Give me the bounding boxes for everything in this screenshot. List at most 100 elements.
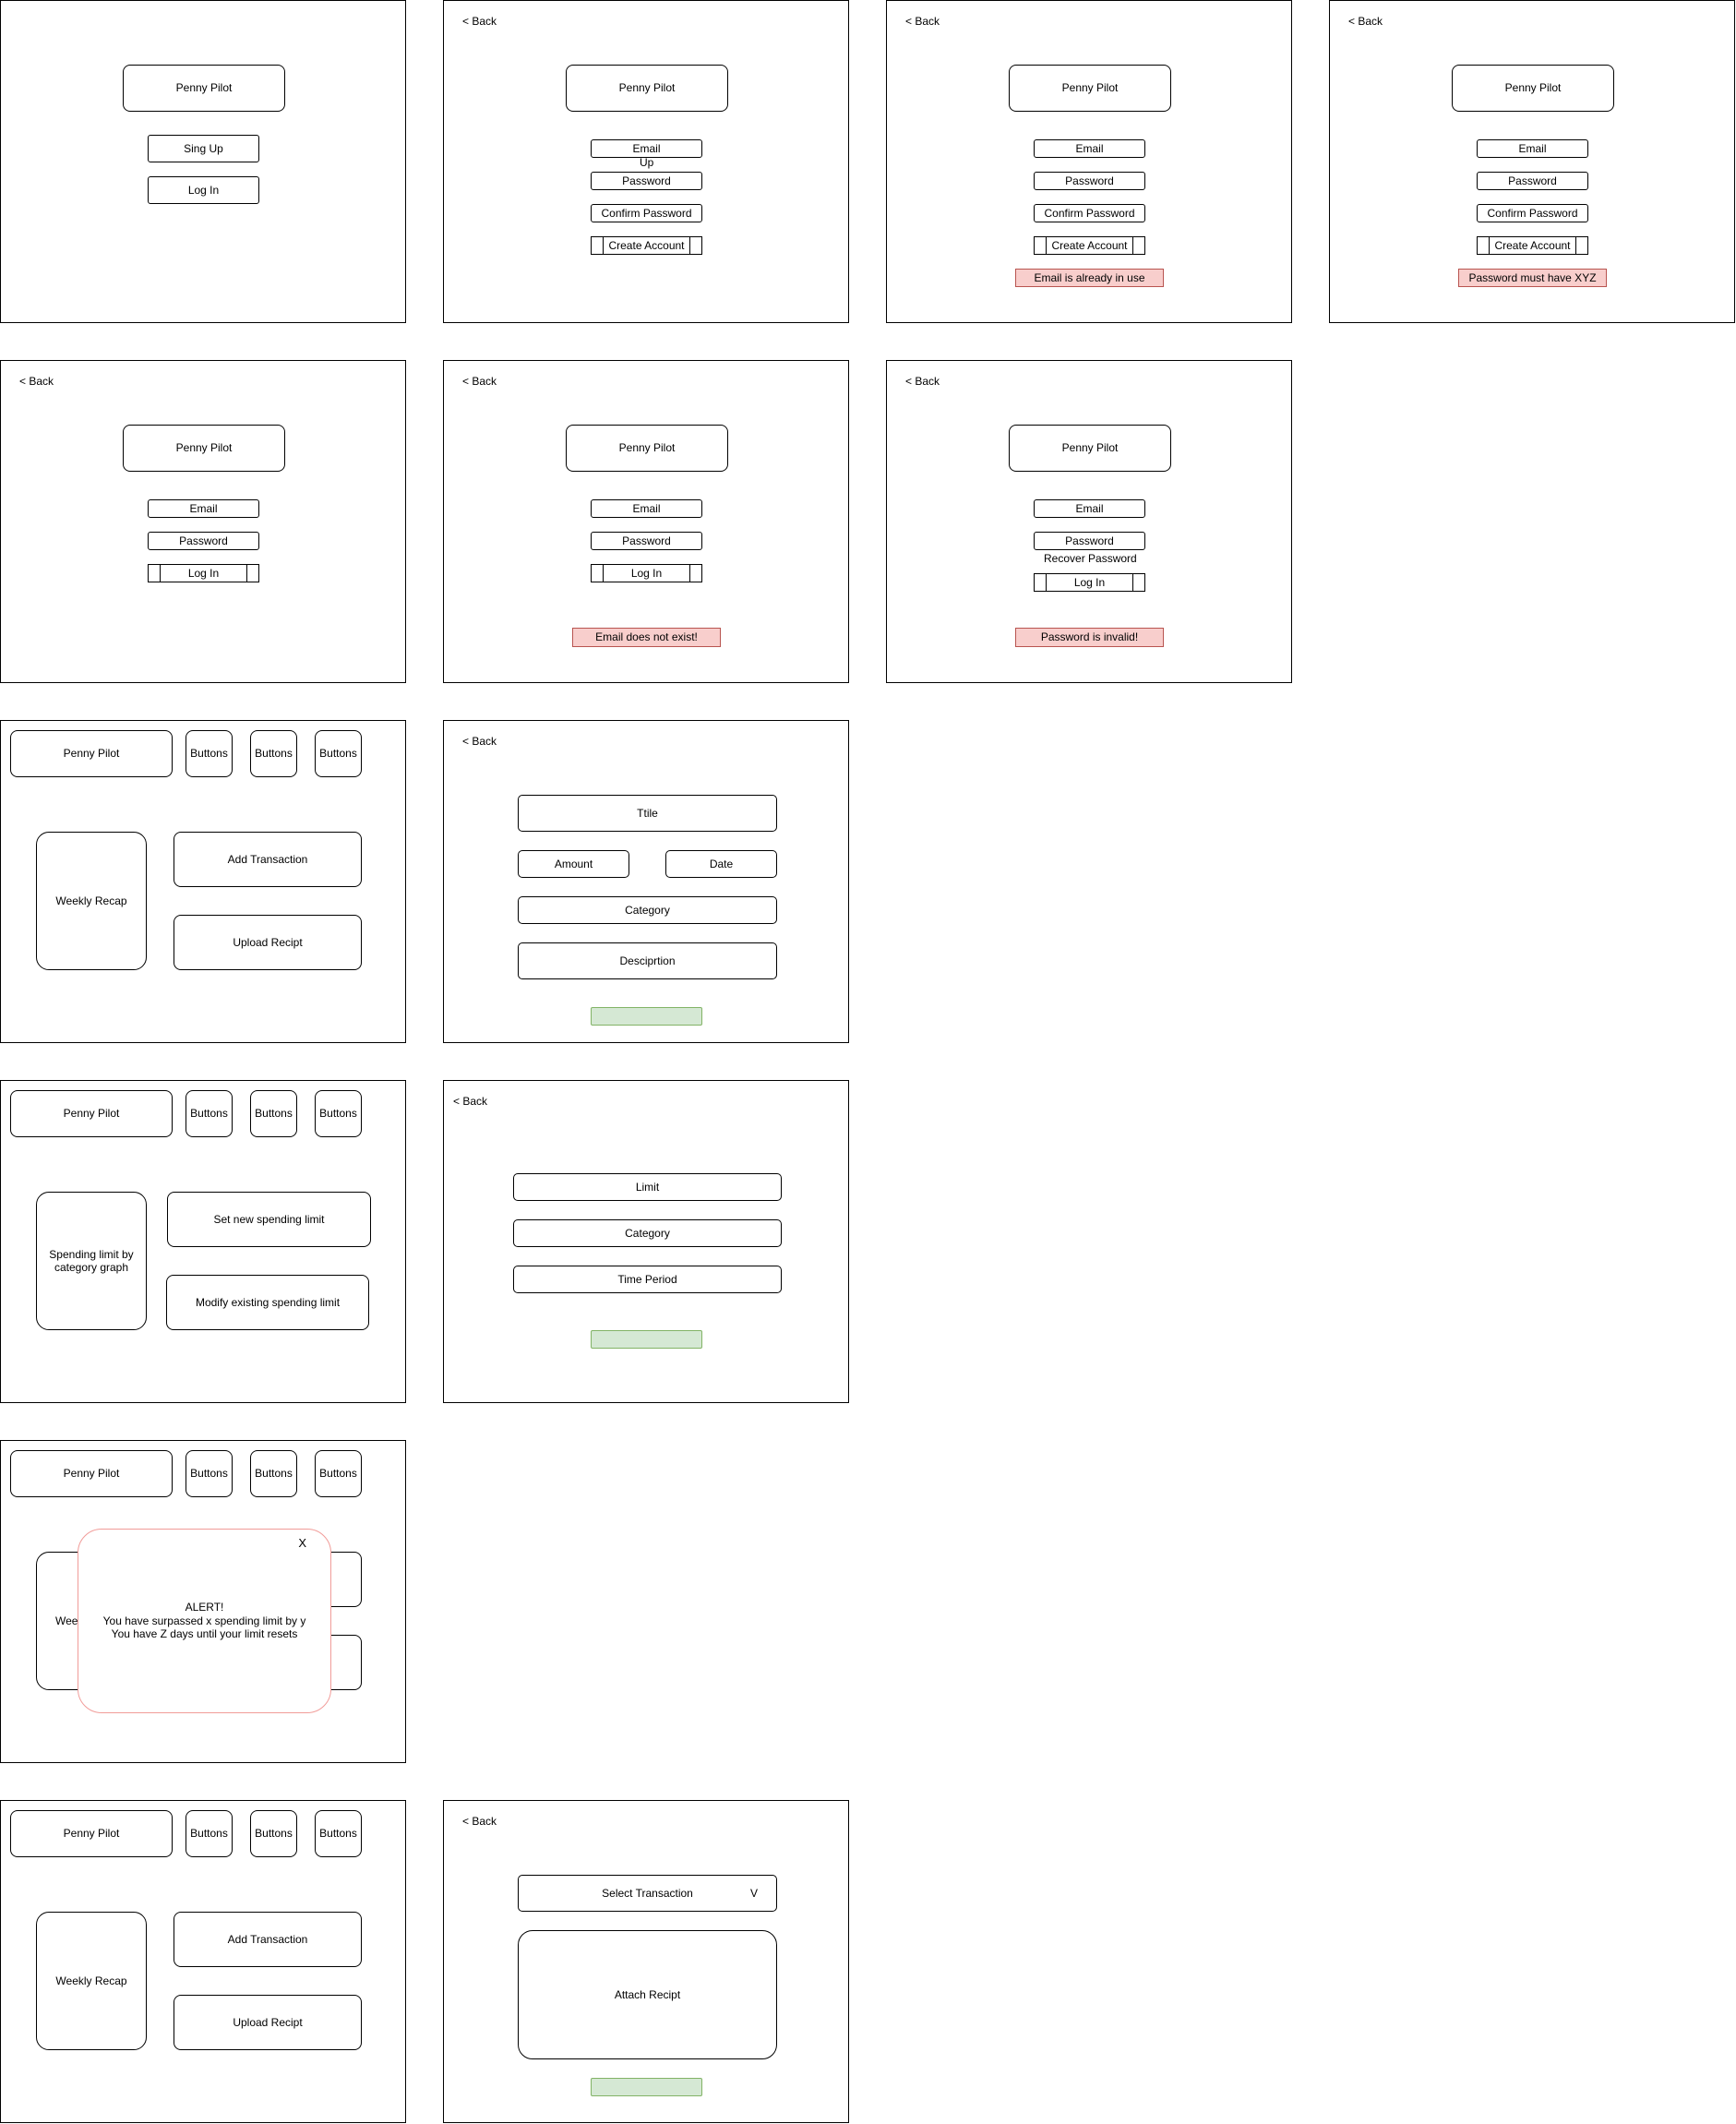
set-limit-screen: < Back Limit Category Time Period <box>443 1080 849 1403</box>
back-link[interactable]: < Back <box>462 15 497 28</box>
close-icon[interactable]: X <box>298 1536 306 1550</box>
alert-screen: Penny Pilot Buttons Buttons Buttons Wee … <box>0 1440 406 1763</box>
app-title: Penny Pilot <box>1009 65 1171 112</box>
attach-receipt-area[interactable]: Attach Recipt <box>518 1930 777 2059</box>
nav-button[interactable]: Buttons <box>250 730 297 777</box>
nav-button[interactable]: Buttons <box>186 1450 233 1497</box>
password-field[interactable]: Password <box>1034 172 1145 190</box>
email-field[interactable]: Email <box>591 139 702 158</box>
welcome-screen: Penny Pilot Sing Up Log In <box>0 0 406 323</box>
login-button[interactable]: Log In <box>1034 573 1145 592</box>
amount-field[interactable]: Amount <box>518 850 629 878</box>
login-screen: < Back Penny Pilot Email Password Log In <box>0 360 406 683</box>
submit-button[interactable] <box>591 1330 702 1349</box>
nav-button[interactable]: Buttons <box>250 1450 297 1497</box>
back-link[interactable]: < Back <box>462 735 497 748</box>
login-email-error-screen: < Back Penny Pilot Email Password Log In… <box>443 360 849 683</box>
login-password-error-screen: < Back Penny Pilot Email Password Recove… <box>886 360 1292 683</box>
create-account-button[interactable]: Create Account <box>591 236 702 255</box>
login-button[interactable]: Log In <box>148 176 259 204</box>
app-title: Penny Pilot <box>566 425 728 472</box>
recover-password-link[interactable]: Recover Password <box>1044 552 1137 565</box>
back-link[interactable]: < Back <box>1348 15 1383 28</box>
upload-receipt-button[interactable]: Upload Recipt <box>174 915 362 970</box>
email-field[interactable]: Email <box>148 499 259 518</box>
login-button[interactable]: Log In <box>591 564 702 582</box>
password-field[interactable]: Password <box>591 532 702 550</box>
nav-button[interactable]: Buttons <box>315 730 362 777</box>
add-transaction-screen: < Back Ttile Amount Date Category Descip… <box>443 720 849 1043</box>
app-title: Penny Pilot <box>10 730 173 777</box>
category-field[interactable]: Category <box>513 1219 782 1247</box>
email-field[interactable]: Email <box>591 499 702 518</box>
email-field[interactable]: Email <box>1477 139 1588 158</box>
back-link[interactable]: < Back <box>905 375 940 388</box>
email-field[interactable]: Email <box>1034 139 1145 158</box>
back-link[interactable]: < Back <box>905 15 940 28</box>
confirm-password-field[interactable]: Confirm Password <box>591 204 702 222</box>
app-title: Penny Pilot <box>123 65 285 112</box>
alert-message-line1: You have surpassed x spending limit by y <box>102 1614 306 1627</box>
app-title: Penny Pilot <box>1009 425 1171 472</box>
error-banner: Password must have XYZ <box>1458 269 1607 287</box>
limit-field[interactable]: Limit <box>513 1173 782 1201</box>
nav-button[interactable]: Buttons <box>250 1810 297 1857</box>
password-field[interactable]: Password <box>148 532 259 550</box>
alert-modal: X ALERT! You have surpassed x spending l… <box>78 1529 331 1713</box>
password-field[interactable]: Password <box>1477 172 1588 190</box>
add-transaction-button[interactable]: Add Transaction <box>174 832 362 887</box>
spending-graph-card[interactable]: Spending limit by category graph <box>36 1192 147 1330</box>
app-title: Penny Pilot <box>10 1090 173 1137</box>
create-account-button[interactable]: Create Account <box>1034 236 1145 255</box>
error-banner: Email is already in use <box>1015 269 1164 287</box>
back-link[interactable]: < Back <box>19 375 54 388</box>
submit-button[interactable] <box>591 2078 702 2096</box>
nav-button[interactable]: Buttons <box>186 1810 233 1857</box>
nav-button[interactable]: Buttons <box>315 1810 362 1857</box>
weekly-recap-card[interactable]: Weekly Recap <box>36 832 147 970</box>
category-field[interactable]: Category <box>518 896 777 924</box>
set-limit-button[interactable]: Set new spending limit <box>167 1192 371 1247</box>
signup-email-error-screen: < Back Penny Pilot Email Password Confir… <box>886 0 1292 323</box>
date-field[interactable]: Date <box>665 850 777 878</box>
description-field[interactable]: Desciprtion <box>518 942 777 979</box>
nav-button[interactable]: Buttons <box>250 1090 297 1137</box>
app-title: Penny Pilot <box>566 65 728 112</box>
nav-button[interactable]: Buttons <box>186 730 233 777</box>
home-screen-receipt: Penny Pilot Buttons Buttons Buttons Week… <box>0 1800 406 2123</box>
login-button[interactable]: Log In <box>148 564 259 582</box>
create-account-button[interactable]: Create Account <box>1477 236 1588 255</box>
confirm-password-field[interactable]: Confirm Password <box>1034 204 1145 222</box>
home-screen: Penny Pilot Buttons Buttons Buttons Week… <box>0 720 406 1043</box>
chevron-down-icon: V <box>749 1886 758 1900</box>
password-field[interactable]: Password <box>591 172 702 190</box>
alert-message-line2: You have Z days until your limit resets <box>111 1627 298 1641</box>
signup-screen: < Back Penny Pilot Email Up Password Con… <box>443 0 849 323</box>
modify-limit-button[interactable]: Modify existing spending limit <box>166 1275 369 1330</box>
email-field[interactable]: Email <box>1034 499 1145 518</box>
app-title: Penny Pilot <box>10 1450 173 1497</box>
signup-button[interactable]: Sing Up <box>148 135 259 162</box>
time-period-field[interactable]: Time Period <box>513 1266 782 1293</box>
nav-button[interactable]: Buttons <box>315 1090 362 1137</box>
nav-button[interactable]: Buttons <box>186 1090 233 1137</box>
stray-label: Up <box>640 156 654 169</box>
title-field[interactable]: Ttile <box>518 795 777 832</box>
app-title: Penny Pilot <box>1452 65 1614 112</box>
app-title: Penny Pilot <box>123 425 285 472</box>
back-link[interactable]: < Back <box>453 1095 488 1108</box>
back-link[interactable]: < Back <box>462 1815 497 1828</box>
spending-limits-screen: Penny Pilot Buttons Buttons Buttons Spen… <box>0 1080 406 1403</box>
nav-button[interactable]: Buttons <box>315 1450 362 1497</box>
back-link[interactable]: < Back <box>462 375 497 388</box>
select-transaction-label: Select Transaction <box>602 1886 693 1900</box>
app-title: Penny Pilot <box>10 1810 173 1857</box>
select-transaction-dropdown[interactable]: Select Transaction V <box>518 1875 777 1912</box>
password-field[interactable]: Password <box>1034 532 1145 550</box>
submit-button[interactable] <box>591 1007 702 1026</box>
weekly-recap-card[interactable]: Weekly Recap <box>36 1912 147 2050</box>
upload-receipt-screen: < Back Select Transaction V Attach Recip… <box>443 1800 849 2123</box>
upload-receipt-button[interactable]: Upload Recipt <box>174 1995 362 2050</box>
confirm-password-field[interactable]: Confirm Password <box>1477 204 1588 222</box>
add-transaction-button[interactable]: Add Transaction <box>174 1912 362 1967</box>
